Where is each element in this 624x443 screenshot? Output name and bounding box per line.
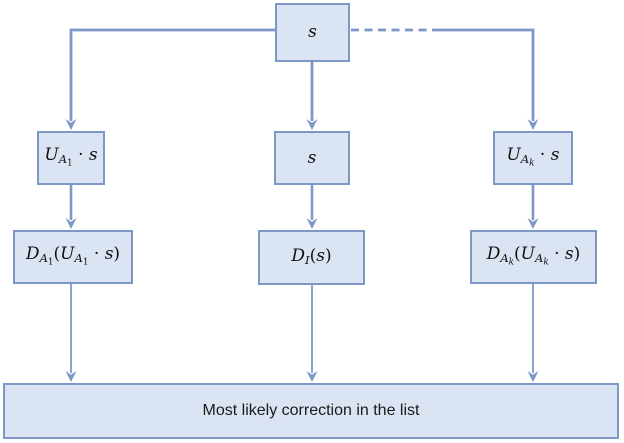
- node-decoder-a1: DA1(UA1 · s): [13, 230, 133, 284]
- math-segment: U: [520, 244, 535, 265]
- math-segment: U: [44, 145, 59, 166]
- math-segment: ·: [88, 244, 105, 265]
- math-segment: ·: [534, 145, 551, 166]
- math-segment: ): [113, 244, 121, 265]
- node-label: DA1(UA1 · s): [26, 246, 120, 267]
- node-decoder-ak: DAk(UAk · s): [470, 230, 597, 284]
- math-segment: A: [535, 251, 544, 266]
- math-segment: k: [508, 257, 515, 268]
- math-segment: I: [305, 253, 310, 268]
- math-segment: k: [543, 257, 549, 268]
- math-segment: A: [74, 251, 83, 266]
- math-segment: A: [500, 251, 509, 266]
- math-segment: 1: [82, 257, 89, 268]
- arrowhead-icon: [527, 119, 539, 130]
- math-segment: D: [486, 244, 501, 265]
- arrowhead-icon: [306, 119, 318, 130]
- arrowhead-icon: [306, 218, 318, 229]
- arrowhead-icon: [527, 218, 539, 229]
- math-segment: (: [53, 244, 61, 265]
- math-segment: 1: [47, 257, 54, 268]
- node-result: Most likely correction in the list: [3, 383, 619, 439]
- node-label: UAk · s: [507, 147, 560, 168]
- node-source-signal: s: [275, 3, 350, 62]
- node-decoder-identity: DI(s): [258, 230, 365, 285]
- math-segment: k: [529, 158, 535, 169]
- node-encoded-a1: UA1 · s: [37, 131, 105, 185]
- node-identity-signal: s: [274, 131, 350, 185]
- arrowhead-icon: [65, 119, 77, 130]
- result-label: Most likely correction in the list: [202, 402, 420, 419]
- node-label: DAk(UAk · s): [487, 246, 581, 267]
- math-segment: D: [291, 246, 306, 267]
- math-segment: U: [60, 244, 75, 265]
- math-segment: (: [309, 246, 317, 267]
- math-segment: s: [316, 246, 325, 267]
- math-segment: D: [25, 244, 40, 265]
- math-segment: (: [514, 244, 521, 265]
- math-segment: s: [550, 145, 560, 166]
- math-segment: s: [564, 244, 574, 265]
- node-label: DI(s): [291, 248, 331, 267]
- math-segment: A: [39, 251, 48, 266]
- math-segment: ): [573, 244, 581, 265]
- node-label: UA1 · s: [44, 147, 97, 168]
- arrowhead-icon: [65, 218, 77, 229]
- arrowhead-icon: [306, 371, 318, 382]
- math-segment: s: [308, 22, 317, 42]
- arrowhead-icon: [527, 371, 539, 382]
- connector-source-to-right: [440, 28, 535, 121]
- node-label: s: [307, 147, 317, 168]
- math-segment: ·: [548, 244, 565, 265]
- connector-source-to-left: [69, 28, 275, 121]
- math-segment: s: [88, 145, 98, 166]
- node-label: s: [308, 24, 317, 41]
- math-segment: A: [58, 152, 68, 167]
- math-segment: ·: [72, 145, 89, 166]
- math-segment: A: [520, 152, 530, 167]
- arrowhead-icon: [65, 371, 77, 382]
- math-segment: U: [506, 145, 521, 166]
- math-segment: s: [307, 147, 317, 168]
- node-encoded-ak: UAk · s: [493, 131, 573, 185]
- math-segment: ): [324, 246, 332, 267]
- math-segment: s: [104, 244, 114, 265]
- math-segment: 1: [67, 158, 73, 169]
